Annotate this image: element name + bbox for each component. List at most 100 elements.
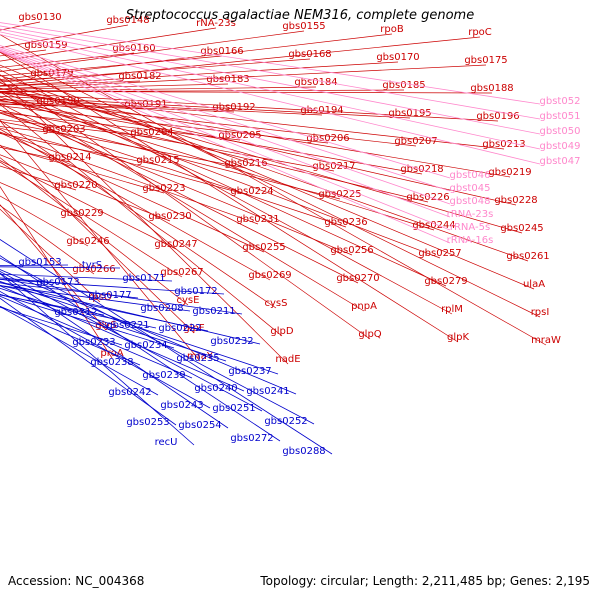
rna-gene-label: gbst048 [450,196,491,207]
forward-gene-leader [0,112,341,200]
rna-gene-label: rRNA-23s [447,209,494,220]
forward-gene-leader [0,34,547,346]
forward-gene-label: gbs0226 [406,192,449,203]
reverse-gene-label: gbs0253 [126,417,169,428]
forward-gene-label: rpsO [88,292,112,303]
forward-gene-label: gbs0204 [130,127,173,138]
forward-gene-label: gbs0220 [54,180,97,191]
reverse-gene-label: gbs0252 [264,416,307,427]
forward-gene-label: gbs0257 [418,248,461,259]
forward-gene-leader [0,82,523,234]
forward-gene-leader [0,90,511,178]
genome-summary: Topology: circular; Length: 2,211,485 bp… [260,574,590,588]
forward-gene-leader [0,92,505,150]
rna-gene-label: gbst050 [540,126,581,137]
rna-gene-leader [0,22,541,105]
forward-gene-leader [0,27,217,62]
forward-gene-leader [0,120,201,362]
forward-gene-label: gbs0207 [394,136,437,147]
forward-gene-label: gbs0148 [106,15,149,26]
reverse-gene-label: gbs0243 [160,400,203,411]
forward-gene-leader [0,99,429,203]
forward-gene-leader [0,105,329,144]
rna-gene-label: gbst045 [450,183,491,194]
reverse-gene-label: gbs0232 [210,336,253,347]
rna-gene-label: gbst051 [540,111,581,122]
forward-gene-label: gbs0155 [282,21,325,32]
forward-gene-label: mraY [187,351,214,362]
forward-gene-leader [0,204,95,275]
forward-gene-leader [0,157,189,306]
rna-gene-leader [0,46,451,192]
forward-gene-leader [0,161,183,278]
reverse-gene-label: gbs0235 [176,353,219,364]
forward-gene-leader [0,89,405,93]
forward-gene-label: gbs0256 [330,245,373,256]
forward-gene-leader [0,112,347,228]
forward-gene-label: gbs0219 [488,167,531,178]
forward-gene-label: gbs0267 [160,267,203,278]
forward-gene-label: gbs0175 [464,55,507,66]
forward-gene-label: gbs0170 [376,52,419,63]
forward-gene-leader [0,109,353,256]
rna-gene-leader [0,50,451,231]
forward-gene-leader [0,83,229,90]
forward-gene-label: gbs0168 [288,49,331,60]
rna-gene-leader [0,48,451,205]
reverse-gene-label: gbs0234 [124,340,167,351]
forward-gene-leader [0,91,493,94]
forward-gene-label: rplM [441,304,463,315]
forward-gene-leader [0,74,371,340]
forward-gene-leader [0,92,499,122]
reverse-gene-leader [0,287,227,362]
reverse-gene-label: gbs0222 [158,323,201,334]
reverse-gene-leader [0,285,209,332]
forward-gene-leader [0,75,529,262]
forward-gene-label: gbs0195 [388,108,431,119]
forward-gene-label: rpsI [531,307,550,318]
forward-gene-label: gbs0255 [242,242,285,253]
rna-gene-label: gbst047 [540,156,581,167]
forward-gene-label: gbs0245 [500,223,543,234]
reverse-gene-leader [0,297,177,426]
rna-gene-leader [0,49,451,218]
forward-gene-leader [0,195,89,247]
forward-gene-leader [0,112,241,141]
forward-gene-leader [0,119,277,309]
forward-gene-leader [0,127,253,197]
reverse-gene-leader [0,257,315,425]
forward-gene-label: gbs0223 [142,183,185,194]
forward-gene-leader [0,51,541,318]
reverse-gene-label: gbs0272 [230,433,273,444]
reverse-gene-leader [0,269,297,395]
rna-gene-leader [0,51,451,244]
reverse-gene-label: gbs0172 [174,286,217,297]
reverse-gene-label: gbs0177 [88,290,131,301]
forward-gene-label: gbs0247 [154,239,197,250]
forward-gene-label: gbs0231 [236,214,279,225]
forward-gene-label: gbs0184 [294,77,337,88]
forward-gene-leader [0,91,365,312]
forward-gene-leader [0,133,159,166]
forward-gene-leader [0,144,195,334]
reverse-gene-leader [0,305,141,366]
rna-gene-label: gbst052 [540,96,581,107]
forward-gene-label: gbs0160 [112,43,155,54]
forward-gene-leader [0,103,283,337]
forward-gene-label: glpK [447,332,469,343]
forward-gene-leader [0,119,153,138]
reverse-gene-leader [0,272,229,429]
forward-gene-label: gbs0225 [318,189,361,200]
forward-gene-label: gbs0244 [412,220,455,231]
forward-gene-leader [0,61,399,87]
reverse-gene-label: gbs0240 [194,383,237,394]
forward-gene-label: gbs0183 [206,74,249,85]
reverse-gene-leader [0,290,211,409]
genome-title: Streptococcus agalactiae NEM316, complet… [125,8,475,23]
forward-gene-label: gbs0266 [72,264,115,275]
reverse-gene-leader [0,293,175,349]
forward-gene-label: mraW [531,335,561,346]
reverse-gene-label: tyrS [82,260,102,271]
forward-gene-leader [0,160,177,250]
